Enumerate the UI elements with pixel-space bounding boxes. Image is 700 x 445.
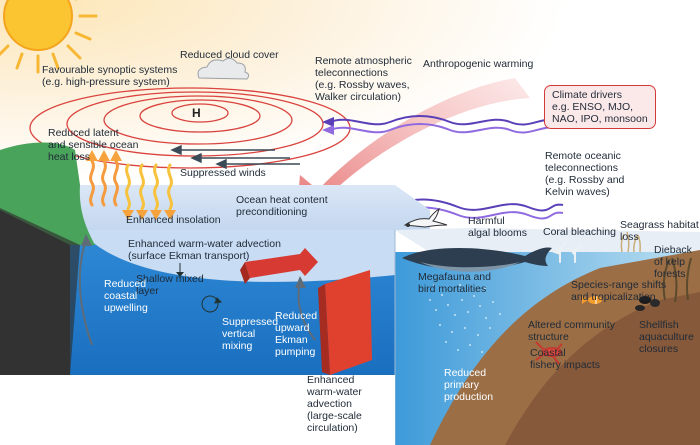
ocean-surface-layer <box>70 185 430 252</box>
vertical-mixing-icon <box>201 295 223 313</box>
climate-drivers-box: Climate drivers e.g. ENSO, MJO, NAO, IPO… <box>544 85 656 129</box>
insolation-waves <box>125 163 173 211</box>
kelp-icon <box>662 257 692 303</box>
label-species-range-shifts: Species-range shifts and tropicalization <box>571 279 667 303</box>
sun-icon <box>0 0 98 74</box>
label-seagrass-loss: Seagrass habitat loss <box>620 219 699 243</box>
shellfish-icon <box>635 296 660 311</box>
label-megafauna-mortalities: Megafauna and bird mortalities <box>418 271 491 295</box>
whale-icon <box>402 247 552 272</box>
warm-advection-arrow <box>240 248 318 284</box>
atmospheric-teleconnection-waves <box>322 115 561 135</box>
label-reduced-cloud-cover: Reduced cloud cover <box>180 49 279 61</box>
suppressed-winds-arrows <box>170 144 300 170</box>
label-suppressed-vertical-mixing: Suppressed vertical mixing <box>222 316 279 352</box>
seabed-shadow <box>505 292 700 445</box>
label-coastal-fishery: Coastal fishery impacts <box>530 347 601 371</box>
seagrass-icon <box>620 231 641 253</box>
cloud-icon <box>197 57 250 80</box>
label-reduced-primary-production: Reduced primary production <box>444 367 494 403</box>
label-shellfish-closures: Shellfish aquaculture closures <box>639 319 694 355</box>
label-dieback-kelp: Dieback of kelp forests <box>654 244 692 280</box>
label-enhanced-advection-large: Enhanced warm-water advection (large-sca… <box>307 374 362 434</box>
phytoplankton-dots <box>429 284 501 353</box>
land-shadow <box>0 208 80 375</box>
label-anthropogenic-warming: Anthropogenic warming <box>423 58 534 70</box>
seabird-icon <box>403 207 448 228</box>
high-pressure-mark: H <box>192 106 201 120</box>
coastal-upwelling-arrow <box>78 239 93 346</box>
label-shallow-mixed-layer: Shallow mixed layer <box>136 273 204 297</box>
fish-icon <box>582 296 602 304</box>
heat-wave-icon <box>89 159 119 207</box>
label-reduced-upward-ekman: Reduced upward Ekman pumping <box>275 310 318 358</box>
label-suppressed-winds: Suppressed winds <box>180 167 266 179</box>
lobster-icon <box>535 341 563 365</box>
label-harmful-algal-blooms: Harmful algal blooms <box>468 215 527 239</box>
label-reduced-coastal-upwelling: Reduced coastal upwelling <box>104 278 148 314</box>
label-remote-atmospheric: Remote atmospheric teleconnections (e.g.… <box>315 55 412 103</box>
ocean-base-cut <box>70 375 395 445</box>
label-ocean-heat-content: Ocean heat content preconditioning <box>236 194 328 218</box>
label-remote-oceanic: Remote oceanic teleconnections (e.g. Ros… <box>545 150 625 198</box>
label-enhanced-insolation: Enhanced insolation <box>126 214 221 226</box>
label-favourable-synoptic: Favourable synoptic systems (e.g. high-p… <box>42 64 178 88</box>
label-coral-bleaching: Coral bleaching <box>543 226 616 238</box>
label-enhanced-advection-ekman: Enhanced warm-water advection (surface E… <box>128 238 281 262</box>
coral-icon <box>551 241 581 263</box>
mixed-layer-boundary <box>80 230 395 282</box>
label-altered-community: Altered community structure <box>528 319 615 343</box>
label-reduced-latent-heat-loss: Reduced latent and sensible ocean heat l… <box>48 127 139 163</box>
ekman-pumping-sheet <box>318 270 372 375</box>
